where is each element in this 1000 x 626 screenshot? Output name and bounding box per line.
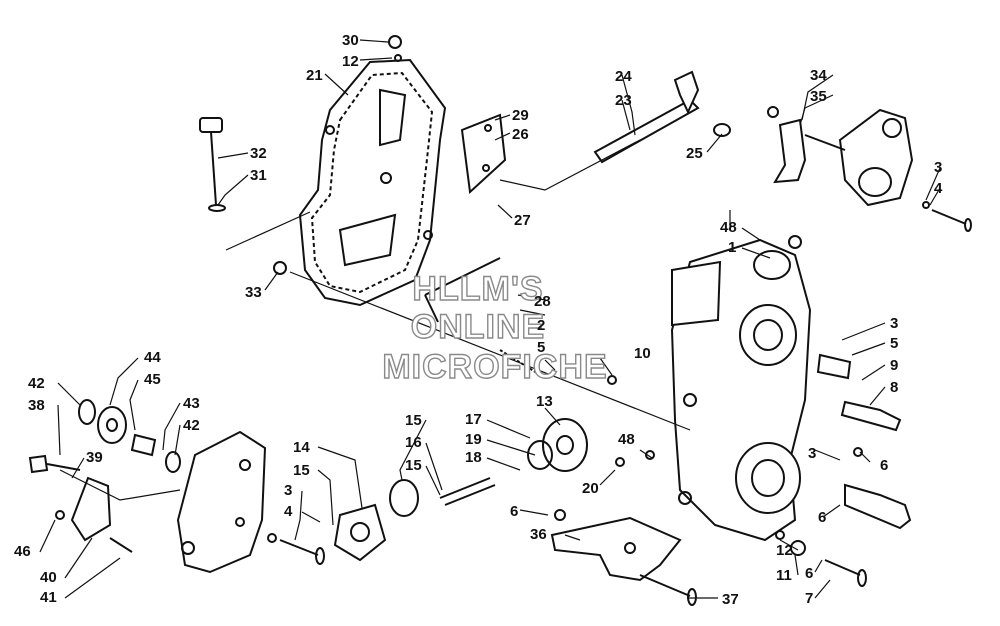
small-hardware-drawing [273, 35, 802, 521]
callout-41: 40 [40, 569, 57, 586]
callout-45: 44 [144, 349, 161, 366]
callout-19: 17 [465, 411, 482, 428]
callout-4-left: 4 [284, 503, 293, 520]
shaft-drawing [593, 70, 731, 164]
upper-right-assembly-drawing [767, 106, 972, 232]
callout-9: 9 [890, 357, 898, 374]
watermark-line-1: HLLM'S [412, 270, 543, 308]
callout-29: 28 [534, 293, 551, 310]
callout-37: 36 [530, 526, 547, 543]
callout-34: 33 [245, 284, 262, 301]
callout-25: 25 [686, 145, 703, 162]
callout-24: 23 [615, 92, 632, 109]
callout-16: 15 [293, 462, 310, 479]
callout-33: 32 [250, 145, 267, 162]
callout-6-lower: 6 [818, 509, 826, 526]
callout-42: 41 [40, 589, 57, 606]
callout-12: 12 [342, 53, 359, 70]
callout-10: 10 [634, 345, 651, 362]
callout-3-mid: 3 [808, 445, 816, 462]
callout-3-left: 3 [284, 482, 292, 499]
callout-46: 45 [144, 371, 161, 388]
callout-28: 27 [514, 212, 531, 229]
leader-lines [39, 39, 941, 599]
right-hardware-drawing [775, 353, 912, 587]
watermark-line-3: MICROFICHE [382, 348, 607, 386]
callout-14: 14 [293, 439, 310, 456]
bracket-plate-drawing [460, 113, 507, 195]
callout-43-left: 42 [28, 375, 45, 392]
callout-1: 1 [728, 239, 736, 256]
callout-13: 13 [536, 393, 553, 410]
callout-43-right: 42 [183, 417, 200, 434]
idler-parts-drawing [28, 399, 181, 553]
callout-47: 46 [14, 543, 31, 560]
callout-40: 39 [86, 449, 103, 466]
callout-20: 18 [465, 449, 482, 466]
callout-4-top: 4 [934, 180, 943, 197]
callout-38: 37 [722, 591, 739, 608]
callout-48-mid: 48 [618, 431, 635, 448]
gearcase-housing-drawing [670, 238, 812, 542]
lower-bracket-drawing [550, 516, 697, 606]
callout-27: 26 [512, 126, 529, 143]
callout-39: 38 [28, 397, 45, 414]
sprocket-assembly-drawing [333, 349, 588, 562]
callout-23: 21 [306, 67, 323, 84]
callout-32: 31 [250, 167, 267, 184]
callout-2: 2 [537, 317, 545, 334]
callout-15: 15 [405, 412, 422, 429]
callout-labels: 30 12 21 32 31 33 29 26 27 24 23 25 34 3… [14, 32, 943, 608]
callout-11: 11 [776, 567, 792, 584]
callout-30: 29 [512, 107, 529, 124]
callout-3-top: 3 [934, 159, 942, 176]
callout-7: 7 [805, 590, 813, 607]
dipstick-drawing [199, 117, 226, 212]
callout-8: 8 [890, 379, 898, 396]
callout-17: 15 [405, 457, 422, 474]
callout-3-right: 3 [890, 315, 898, 332]
callout-12-lower: 12 [776, 542, 793, 559]
callout-44: 43 [183, 395, 200, 412]
left-cover-drawing [176, 430, 325, 574]
callout-5-mid: 5 [537, 339, 545, 356]
explode-lines [59, 139, 731, 501]
callout-21: 19 [465, 431, 482, 448]
callout-6-bottom: 6 [805, 565, 813, 582]
callout-18: 16 [405, 434, 422, 451]
callout-22: 20 [582, 480, 599, 497]
callout-31: 30 [342, 32, 359, 49]
callout-35: 34 [810, 67, 827, 84]
callout-36: 35 [810, 88, 827, 105]
watermark-line-2: ONLINE [411, 308, 545, 346]
callout-26: 24 [615, 68, 632, 85]
watermark: HLLM'S ONLINE MICROFICHE [382, 269, 608, 386]
callout-6-bracket: 6 [510, 503, 518, 520]
callout-5: 5 [890, 335, 898, 352]
callout-48-right: 48 [720, 219, 737, 236]
chaincase-cover-drawing [298, 58, 447, 307]
callout-6-right: 6 [880, 457, 888, 474]
